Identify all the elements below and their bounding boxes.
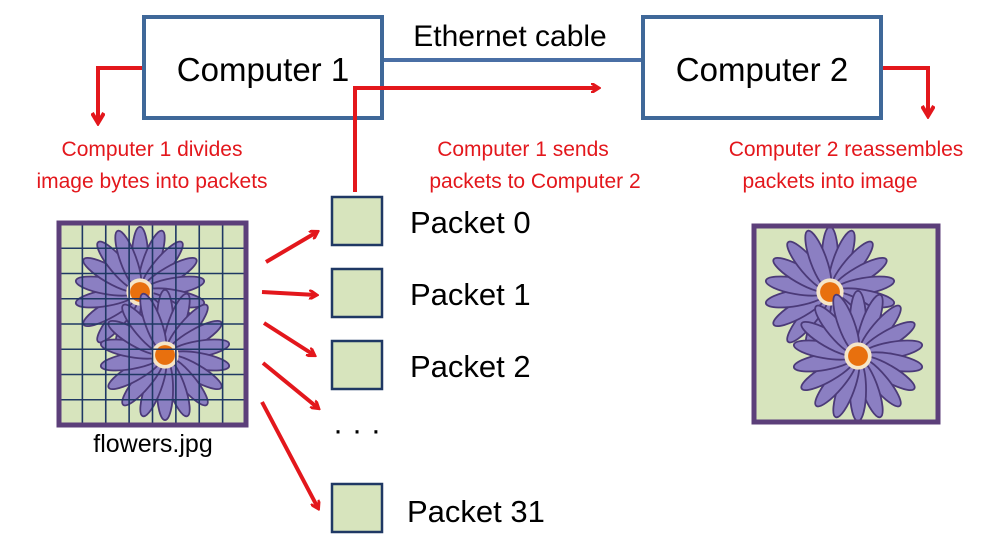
reassemble-note-line-1: Computer 2 reassembles	[729, 138, 964, 161]
packet-ellipsis: · · ·	[333, 412, 381, 447]
packet-31-label: Packet 31	[407, 494, 545, 529]
packet-0: Packet 0	[330, 195, 531, 247]
computer-1-box: Computer 1	[142, 15, 384, 120]
divide-note-line-1: Computer 1 divides	[62, 138, 243, 161]
packet-31: Packet 31	[330, 482, 545, 534]
computer-2-label: Computer 2	[676, 51, 848, 88]
source-image	[56, 220, 249, 428]
packet-arrow-0	[264, 232, 317, 264]
packet-0-label: Packet 0	[410, 205, 531, 240]
packet-1: Packet 1	[330, 267, 531, 319]
reassemble-arrow	[883, 66, 928, 115]
packet-arrow-2	[262, 321, 314, 355]
divide-note-line-2: image bytes into packets	[36, 170, 267, 193]
packet-2-label: Packet 2	[410, 349, 531, 384]
packet-grid	[59, 223, 246, 425]
packet-2: Packet 2	[330, 339, 531, 391]
packet-arrow-3	[261, 361, 318, 408]
reassemble-note-line-2: packets into image	[742, 170, 917, 193]
packet-1-label: Packet 1	[410, 277, 531, 312]
reassembled-image	[751, 223, 941, 425]
ethernet-cable-label: Ethernet cable	[413, 20, 606, 53]
source-filename: flowers.jpg	[93, 430, 213, 458]
send-note-line-2: packets to Computer 2	[429, 170, 640, 193]
send-note-line-1: Computer 1 sends	[437, 138, 609, 161]
computer-1-label: Computer 1	[177, 51, 349, 88]
flower-icon	[792, 289, 924, 423]
packet-arrow-1	[261, 292, 316, 295]
computer-2-box: Computer 2	[641, 15, 883, 120]
divide-arrow	[98, 66, 142, 122]
send-arrow	[353, 88, 598, 192]
packet-arrow-31	[260, 401, 318, 508]
